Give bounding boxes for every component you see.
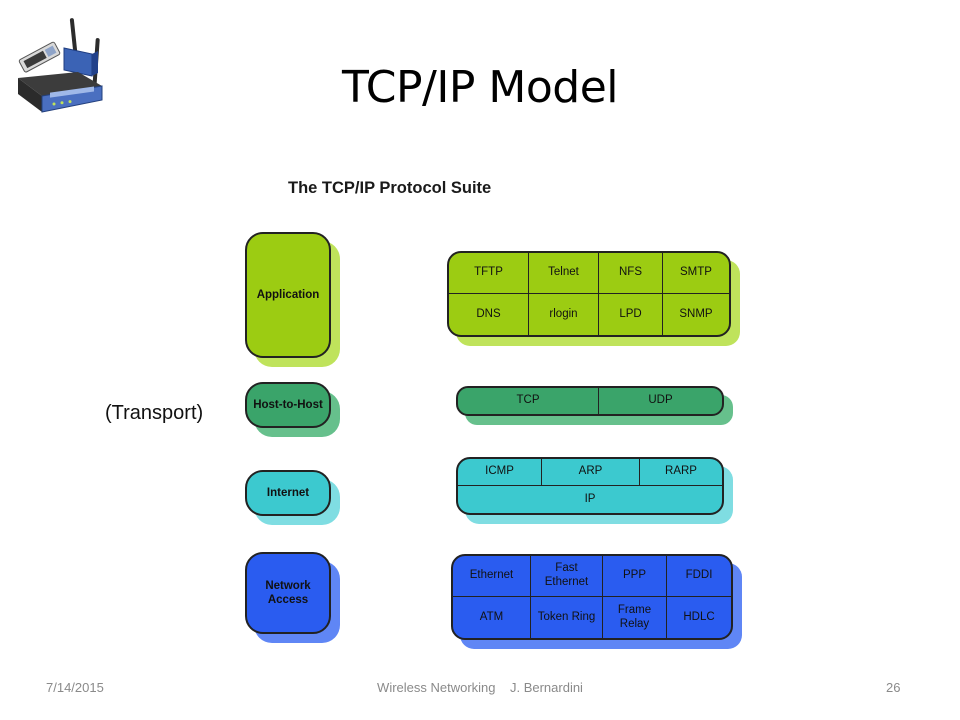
- layer-label: Network Access: [245, 552, 331, 634]
- footer-page-number: 26: [886, 680, 901, 695]
- protocol-fast-ethernet: Fast Ethernet: [531, 556, 603, 597]
- footer-date: 7/14/2015: [46, 680, 104, 695]
- protocol-tcp: TCP: [458, 388, 599, 414]
- protocol-rlogin: rlogin: [529, 294, 599, 335]
- protocol-dns: DNS: [449, 294, 529, 335]
- transport-annotation: (Transport): [105, 402, 204, 424]
- protocol-nfs: NFS: [599, 253, 663, 294]
- protocol-fddi: FDDI: [667, 556, 731, 597]
- protocol-telnet: Telnet: [529, 253, 599, 294]
- protocol-lpd: LPD: [599, 294, 663, 335]
- layer-label: Internet: [245, 470, 331, 516]
- router-logo-icon: [12, 14, 108, 120]
- protocol-token-ring: Token Ring: [531, 597, 603, 638]
- footer-course: Wireless Networking J. Bernardini: [377, 680, 583, 695]
- figure-title: The TCP/IP Protocol Suite: [288, 179, 492, 197]
- protocol-udp: UDP: [648, 394, 673, 407]
- protocol-ppp: PPP: [603, 556, 667, 597]
- protocol-icmp: ICMP: [458, 459, 542, 486]
- protocol-ethernet: Ethernet: [453, 556, 531, 597]
- protocol-atm: ATM: [453, 597, 531, 638]
- protocol-frame-relay: Frame Relay: [603, 597, 667, 638]
- slide-title: TCP/IP Model: [342, 62, 618, 113]
- protocol-snmp: SNMP: [679, 307, 713, 320]
- layer-label: Application: [245, 232, 331, 358]
- protocol-tftp: TFTP: [449, 253, 529, 294]
- layer-label: Host-to-Host: [245, 382, 331, 428]
- protocol-smtp: SMTP: [663, 253, 729, 294]
- protocol-rarp: RARP: [640, 459, 722, 486]
- protocol-hdlc: HDLC: [683, 610, 715, 623]
- protocol-arp: ARP: [542, 459, 640, 486]
- protocol-ip: IP: [584, 492, 596, 505]
